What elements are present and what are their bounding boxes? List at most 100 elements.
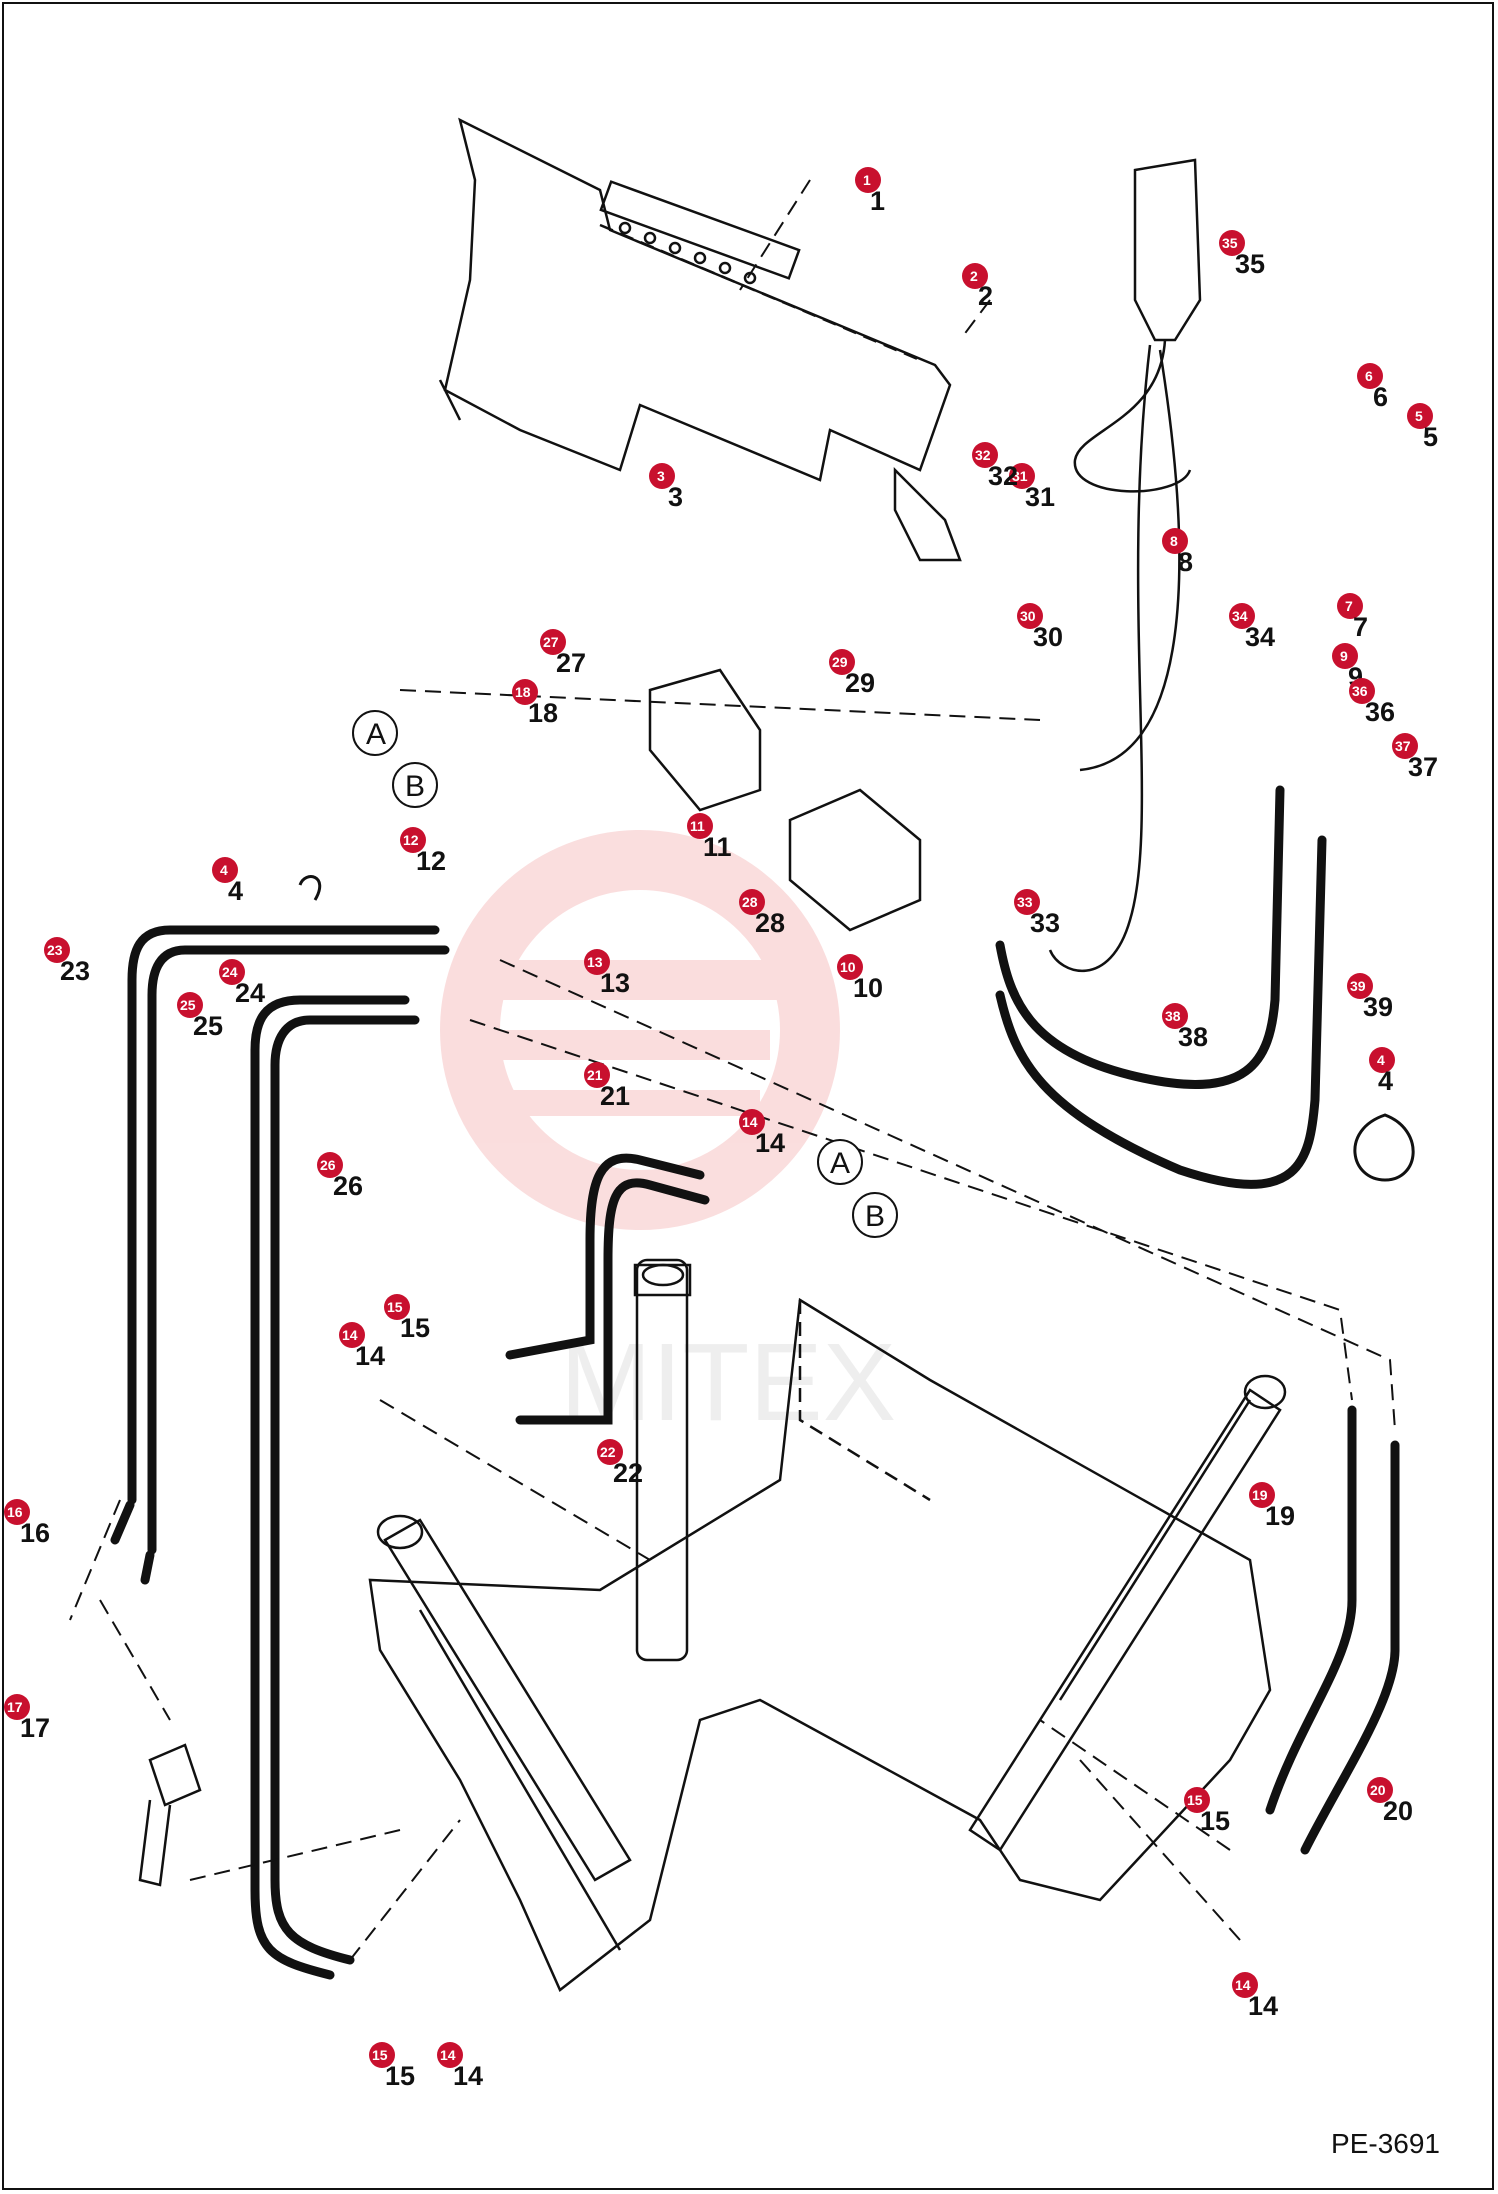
svg-text:28: 28 (755, 908, 785, 938)
svg-text:23: 23 (60, 956, 90, 986)
svg-text:6: 6 (1373, 382, 1388, 412)
leader-lines (69, 179, 1396, 1961)
svg-text:3: 3 (668, 482, 683, 512)
svg-text:8: 8 (1178, 547, 1193, 577)
center-cylinder (633, 1258, 692, 1662)
callout-5: 55 (1407, 403, 1438, 452)
svg-text:9: 9 (1340, 648, 1348, 664)
svg-text:24: 24 (235, 978, 265, 1008)
svg-text:14: 14 (342, 1327, 358, 1343)
svg-text:33: 33 (1017, 894, 1033, 910)
svg-text:3: 3 (657, 468, 665, 484)
callout-4-right: 44 (1369, 1047, 1395, 1096)
svg-text:18: 18 (528, 698, 558, 728)
lower-loader-frame (368, 1297, 1272, 1992)
section-marker-b-top: B (392, 762, 438, 808)
hydraulic-hoses (110, 785, 1400, 1980)
svg-text:4: 4 (1378, 1066, 1393, 1096)
svg-text:38: 38 (1178, 1022, 1208, 1052)
svg-text:21: 21 (587, 1067, 603, 1083)
svg-text:22: 22 (600, 1444, 616, 1460)
svg-text:14: 14 (1235, 1977, 1251, 1993)
svg-text:33: 33 (1030, 908, 1060, 938)
section-marker-b-bottom: B (852, 1192, 898, 1238)
svg-text:12: 12 (416, 846, 446, 876)
svg-text:25: 25 (193, 1011, 223, 1041)
svg-text:1: 1 (870, 186, 885, 216)
svg-text:4: 4 (1377, 1052, 1385, 1068)
svg-text:10: 10 (853, 973, 883, 1003)
svg-text:37: 37 (1408, 752, 1438, 782)
svg-text:21: 21 (600, 1081, 630, 1111)
svg-text:2: 2 (970, 268, 978, 284)
svg-text:15: 15 (400, 1313, 430, 1343)
svg-text:15: 15 (387, 1299, 403, 1315)
svg-text:4: 4 (220, 862, 228, 878)
svg-text:38: 38 (1165, 1008, 1181, 1024)
svg-text:27: 27 (543, 634, 559, 650)
svg-text:5: 5 (1423, 422, 1438, 452)
svg-text:23: 23 (47, 942, 63, 958)
svg-text:14: 14 (440, 2047, 456, 2063)
drawing-reference: PE-3691 (1331, 2128, 1440, 2159)
svg-text:12: 12 (403, 832, 419, 848)
svg-text:17: 17 (7, 1699, 23, 1715)
svg-text:6: 6 (1365, 368, 1373, 384)
svg-text:28: 28 (742, 894, 758, 910)
svg-text:17: 17 (20, 1713, 50, 1743)
svg-text:7: 7 (1353, 612, 1368, 642)
callout-14-top: 14 (1427, 507, 1453, 533)
svg-text:A: A (830, 1147, 850, 1180)
section-marker-a-bottom: A (817, 1139, 863, 1185)
svg-text:32: 32 (988, 461, 1018, 491)
callout-8: 88 (1162, 528, 1193, 577)
svg-text:39: 39 (1350, 978, 1366, 994)
callout-4: 44 (212, 857, 243, 906)
callout-2: 22 (962, 263, 993, 311)
svg-text:22: 22 (613, 1458, 643, 1488)
svg-text:35: 35 (1222, 235, 1238, 251)
svg-text:10: 10 (840, 959, 856, 975)
retaining-ring-right (1353, 1113, 1415, 1182)
svg-text:14: 14 (742, 1114, 758, 1130)
svg-text:2: 2 (978, 281, 993, 311)
callout-1: 11 (855, 167, 885, 216)
svg-text:20: 20 (1370, 1782, 1386, 1798)
svg-text:32: 32 (975, 447, 991, 463)
svg-text:B: B (405, 770, 425, 803)
svg-text:36: 36 (1352, 683, 1368, 699)
svg-text:15: 15 (1187, 1792, 1203, 1808)
control-valve (648, 668, 922, 932)
svg-text:25: 25 (180, 997, 196, 1013)
svg-text:29: 29 (845, 668, 875, 698)
svg-text:19: 19 (1265, 1501, 1295, 1531)
svg-text:B: B (865, 1200, 885, 1233)
svg-text:30: 30 (1033, 622, 1063, 652)
svg-text:14: 14 (755, 1128, 785, 1158)
svg-text:7: 7 (1345, 598, 1353, 614)
retaining-ring-left (298, 875, 322, 901)
svg-text:8: 8 (1170, 533, 1178, 549)
callout-6: 66 (1357, 363, 1388, 412)
svg-text:26: 26 (333, 1171, 363, 1201)
svg-text:31: 31 (1012, 468, 1028, 484)
